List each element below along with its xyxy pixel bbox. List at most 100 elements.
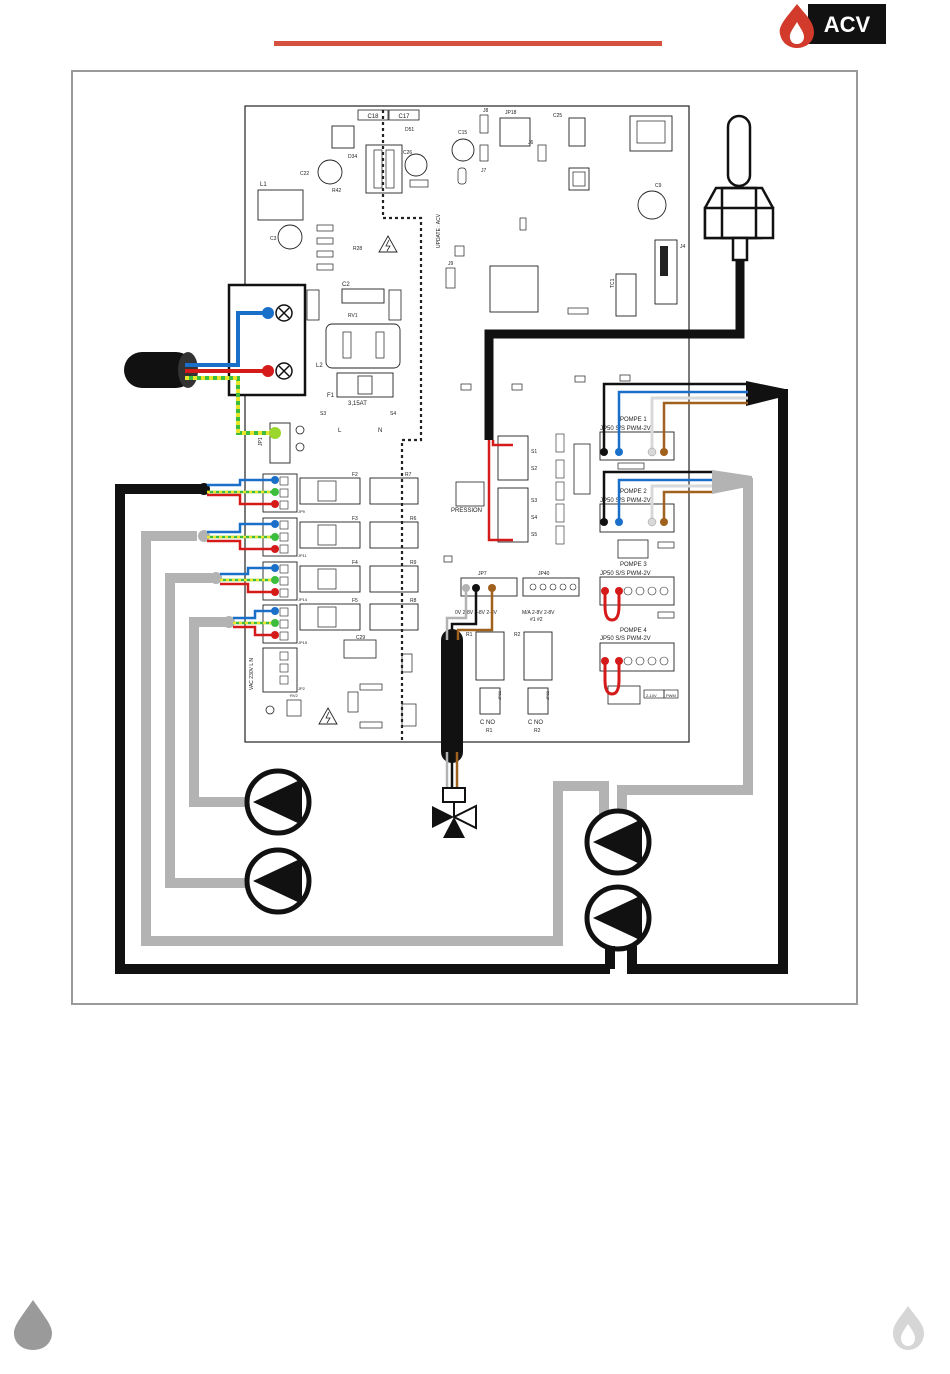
label-d51: D51 [405, 127, 414, 133]
pump-cable-grey-1 [141, 531, 609, 946]
label-c22: C22 [300, 171, 309, 177]
temperature-sensor-icon [703, 114, 775, 262]
label-s2: S2 [531, 466, 537, 472]
relay-row-f4: F4 R9 [299, 560, 419, 593]
label-out: 2-10V [646, 693, 657, 698]
pump4-connector: POMPE 4 JP50 S/S PWM-2V 2-10V PWM [599, 628, 679, 705]
label-jp18: JP18 [505, 110, 517, 116]
pump-icon [584, 808, 652, 876]
label-f1: F1 [327, 393, 335, 399]
label-pompe3: POMPE 3 [620, 562, 647, 568]
label-pompe2: POMPE 2 [620, 489, 647, 495]
label-c2: C2 [342, 282, 350, 288]
pump-cable-grey-2 [165, 573, 248, 888]
label-rv2: RV2 [290, 693, 298, 698]
brand-name: ACV [824, 12, 871, 37]
hazard-icon [378, 235, 398, 253]
label-s-3: S3 [531, 498, 537, 504]
label-j8: J8 [483, 108, 489, 114]
label-jp14: JP14 [298, 597, 308, 602]
label-c15: C15 [458, 130, 467, 136]
label-j6: J6 [528, 140, 534, 146]
wire-live-blue [185, 311, 268, 367]
label-c29: C29 [356, 635, 365, 641]
label-pin-header-4: JP50 S/S PWM-2V [600, 636, 651, 642]
label-jp7: JP7 [478, 571, 487, 577]
label-vac: VAC 230V L N [249, 658, 255, 690]
hazard-icon-2 [318, 707, 338, 725]
pump-icon [244, 847, 312, 915]
pump-signal-cable-grey [617, 478, 753, 814]
label-relay-r1: R1 [466, 632, 473, 638]
label-jp22: JP22 [545, 690, 550, 700]
label-jp15: JP15 [298, 640, 308, 645]
label-pin-header-2: JP50 S/S PWM-2V [600, 498, 651, 504]
pump-cable-grey-3 [189, 617, 248, 807]
flame-icon [779, 4, 814, 48]
label-s5: S5 [531, 532, 537, 538]
label-r2: R2 [534, 728, 541, 734]
flame-icon [893, 1306, 924, 1350]
label-r28: R28 [353, 246, 362, 252]
label-f2: F2 [352, 472, 358, 478]
label-c-no-1: C NO [480, 720, 495, 726]
label-r1: R1 [486, 728, 493, 734]
label-pwm: PWM [666, 693, 676, 698]
relay-row-f3: F3 R6 [299, 516, 419, 549]
pump2-connector: POMPE 2 JP50 S/S PWM-2V [599, 489, 675, 559]
label-c25: C25 [553, 113, 562, 119]
label-s4: S4 [390, 411, 396, 417]
label-r8: R8 [410, 598, 417, 604]
label-r7: R7 [405, 472, 412, 478]
control-board: C18 C17 D51 C22 D34 C26 R42 L1 C3 R28 C1… [244, 105, 690, 743]
label-pin-header-3: JP50 S/S PWM-2V [600, 571, 651, 577]
relay-row-f5: F5 R8 [299, 598, 419, 631]
label-tc1: TC1 [610, 278, 616, 288]
earth-icon [295, 425, 305, 452]
label-f3: F3 [352, 516, 358, 522]
label-jp11: JP11 [298, 553, 308, 558]
label-pression: PRESSION [451, 508, 482, 514]
pump-cable-black-1 [115, 484, 610, 974]
pump-icon [244, 768, 312, 836]
label-r42: R42 [332, 188, 341, 194]
label-l2: L2 [316, 363, 323, 369]
acv-logo: ACV [779, 4, 886, 48]
label-c18: C18 [367, 114, 379, 120]
label-r9: R9 [410, 560, 417, 566]
label-rv1: RV1 [348, 313, 358, 319]
label-j7: J7 [481, 168, 487, 174]
terminal-jp2: VAC 230V L N JP2 [249, 647, 306, 693]
label-l1: L1 [260, 182, 267, 188]
label-d34: D34 [348, 154, 357, 160]
jumper-pump4 [603, 661, 621, 696]
diagram-frame [71, 70, 858, 1005]
label-n: N [378, 428, 382, 434]
header-accent-bar [274, 41, 662, 46]
label-fuse: 3,15AT [348, 401, 367, 407]
label-relay-r2: R2 [514, 632, 521, 638]
label-jp21: JP21 [497, 690, 502, 700]
label-s-4: S4 [531, 515, 537, 521]
label-f5: F5 [352, 598, 358, 604]
pump-icon [584, 884, 652, 952]
jumper-pump3 [603, 591, 621, 622]
pump-signal-cable-black [627, 389, 788, 974]
label-update: UPDATE : ACV [436, 213, 442, 248]
label-j9: J9 [448, 261, 454, 267]
drop-icon [14, 1300, 52, 1350]
mains-terminal-icon [227, 283, 307, 397]
label-c9: C9 [655, 183, 662, 189]
label-pompe1: POMPE 1 [620, 417, 647, 423]
label-jp9: JP9 [298, 509, 306, 514]
label-j4: J4 [680, 244, 686, 250]
label-f4: F4 [352, 560, 358, 566]
label-jp1: JP1 [258, 437, 264, 446]
label-l: L [338, 428, 342, 434]
label-c26: C26 [403, 150, 412, 156]
sensor-cable [484, 260, 745, 440]
label-pompe4: POMPE 4 [620, 628, 647, 634]
label-jp40-sub: #1 #2 [530, 617, 543, 623]
label-jp2: JP2 [298, 686, 306, 691]
label-r6: R6 [410, 516, 417, 522]
